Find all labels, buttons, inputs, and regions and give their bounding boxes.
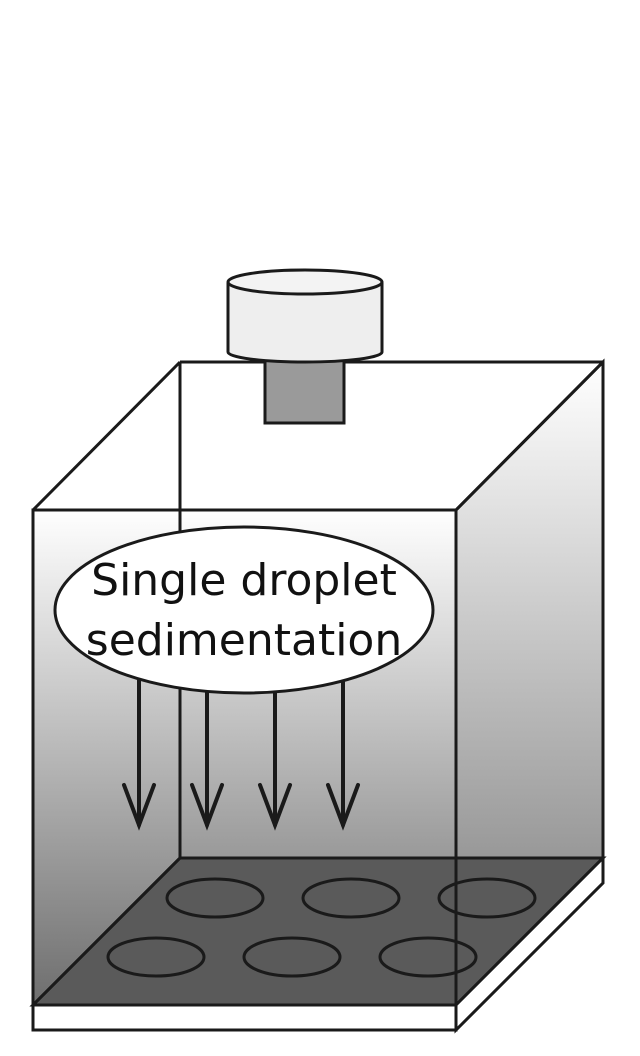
well-icon (437, 877, 537, 919)
sedimentation-arrows (122, 678, 360, 831)
down-arrow-icon (326, 678, 360, 831)
well-icon (301, 877, 401, 919)
down-arrow-icon (258, 678, 292, 831)
label-line-2: sedimentation (86, 615, 402, 666)
chamber-top-edges (31, 360, 605, 512)
label-bubble (53, 525, 435, 695)
down-arrow-icon (122, 678, 156, 831)
well-icon (242, 936, 342, 978)
well-icon (378, 936, 478, 978)
wells (106, 877, 537, 978)
dispenser-cap (226, 268, 384, 364)
well-icon (106, 936, 206, 978)
base-plate (31, 854, 605, 1034)
label-line-1: Single droplet (91, 555, 397, 606)
down-arrow-icon (190, 678, 224, 831)
well-icon (165, 877, 265, 919)
dispenser-nozzle (263, 358, 346, 425)
